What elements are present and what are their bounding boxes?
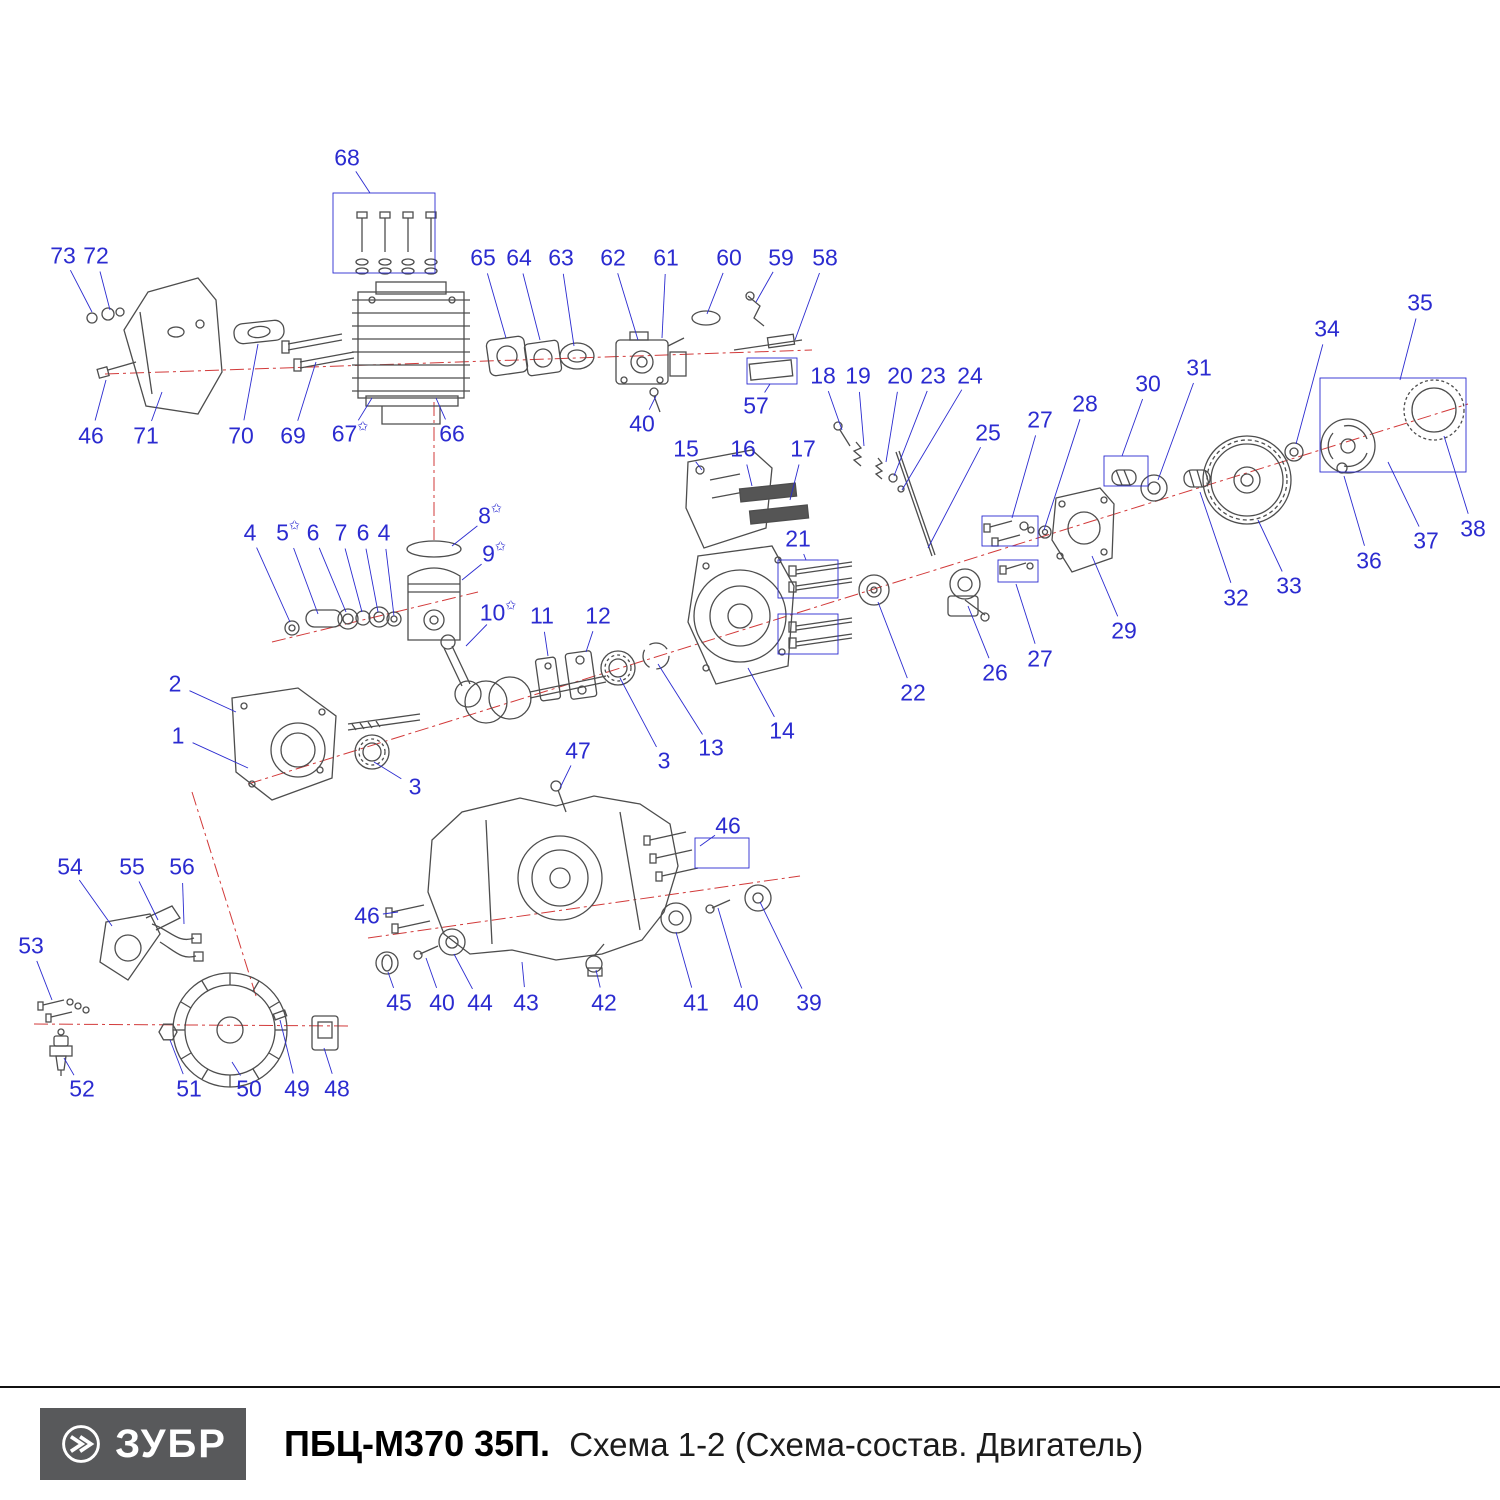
part-pump-plate	[1051, 487, 1115, 573]
part-ignition-coil	[99, 905, 204, 981]
part-cylinder	[352, 281, 470, 425]
part-throttle-parts	[691, 291, 803, 381]
part-bolts-69	[281, 333, 355, 372]
part-clutch-assembly	[1284, 379, 1465, 474]
part-crankcase-left	[231, 687, 390, 801]
part-oil-pump	[947, 568, 990, 622]
part-crankcase-right	[687, 545, 795, 685]
part-worm-bearings	[1111, 469, 1211, 502]
part-screws-27-28	[983, 520, 1052, 575]
part-washer-22	[858, 574, 890, 606]
drawing-title: ПБЦ-М370 35П. Схема 1-2 (Схема-состав. Д…	[284, 1423, 1143, 1465]
part-plates-bearing	[534, 642, 670, 702]
part-gaskets-65-64-63	[485, 335, 595, 377]
part-flywheel	[158, 972, 339, 1088]
part-crankshaft	[347, 634, 607, 731]
zubr-logo: ЗУБР	[40, 1408, 246, 1480]
part-piston-group	[284, 540, 462, 641]
part-outlines	[37, 211, 1465, 1088]
part-springs-rod	[833, 421, 936, 557]
center-axes	[33, 349, 1469, 1027]
part-washers-72-73	[86, 307, 125, 324]
schema-subtitle: Схема 1-2 (Схема-состав. Двигатель)	[569, 1426, 1144, 1463]
part-buffers	[375, 884, 772, 977]
model-number: ПБЦ-М370 35П.	[284, 1423, 551, 1464]
footer-divider	[0, 1386, 1500, 1388]
part-screw-46-top	[96, 361, 137, 379]
zubr-logo-icon	[62, 1425, 100, 1463]
part-bolts-21	[788, 561, 853, 649]
part-muffler-cover	[123, 277, 223, 415]
part-spark-plug	[37, 998, 90, 1076]
part-chain-guard	[685, 449, 810, 549]
part-engine-housing	[427, 795, 679, 961]
brand-name: ЗУБР	[115, 1421, 227, 1466]
part-sprocket-drum	[1202, 435, 1292, 525]
footer: ЗУБР ПБЦ-М370 35П. Схема 1-2 (Схема-сост…	[0, 1386, 1500, 1480]
part-gasket-70	[233, 319, 285, 345]
part-screws-68	[355, 211, 438, 275]
part-carburetor	[615, 331, 687, 385]
